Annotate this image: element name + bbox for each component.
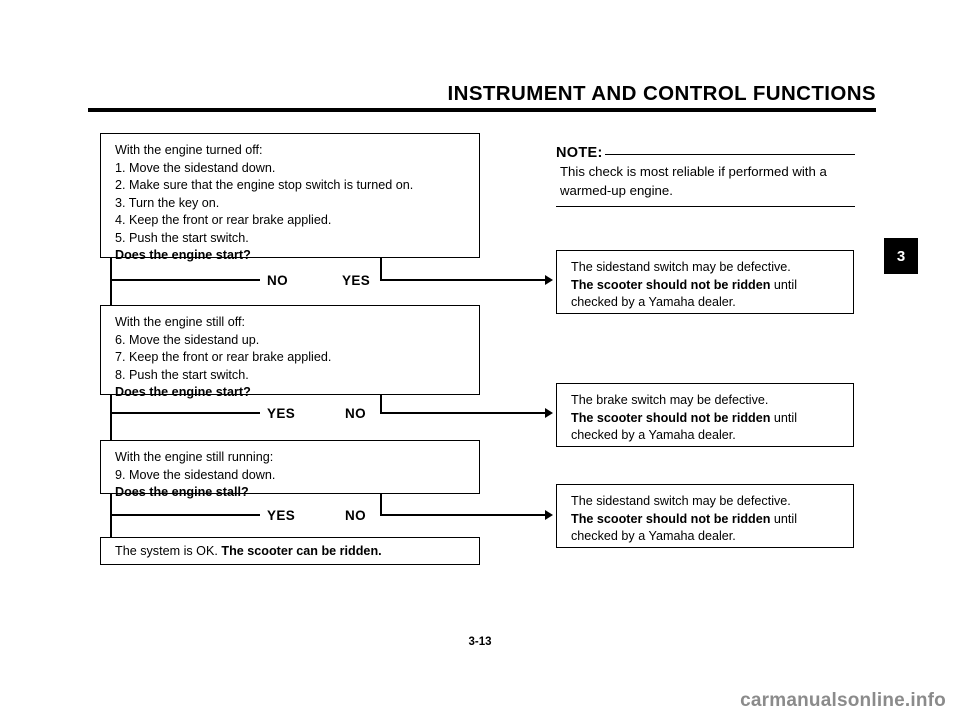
connector-step2-no-horizontal <box>380 412 545 414</box>
step2-line-4: 8. Push the start switch. <box>115 367 249 382</box>
decision1-right-label: YES <box>342 273 371 288</box>
fault3-after-bold: until <box>770 511 798 526</box>
decision1-left-label: NO <box>267 273 289 288</box>
step1-line-6: 5. Push the start switch. <box>115 230 249 245</box>
page-title: INSTRUMENT AND CONTROL FUNCTIONS <box>447 82 876 105</box>
fault3-line-1: The sidestand switch may be defective. <box>571 494 791 508</box>
step2-line-3: 7. Keep the front or rear brake applied. <box>115 350 332 364</box>
step3-line-2: 9. Move the sidestand down. <box>115 467 276 482</box>
step1-question: Does the engine start? <box>115 248 251 262</box>
note-rule-bottom <box>556 206 855 208</box>
arrow-to-fault3 <box>545 510 553 520</box>
connector-step3-no-vertical <box>380 494 382 515</box>
connector-step1-yes-horizontal <box>380 279 545 281</box>
flowchart-step3-box: With the engine still running: 9. Move t… <box>100 440 480 499</box>
step1-line-3: 2. Make sure that the engine stop switch… <box>115 178 414 192</box>
watermark: carmanualsonline.info <box>740 690 946 711</box>
page-number: 3-13 <box>468 636 492 648</box>
flowchart-fault2-box: The brake switch may be defective. The s… <box>556 383 854 447</box>
decision3-right-label: NO <box>345 508 367 523</box>
connector-step1-to-step2-vertical <box>110 258 112 305</box>
fault2-line-1: The brake switch may be defective. <box>571 393 769 407</box>
arrow-to-fault1 <box>545 275 553 285</box>
step1-line-2: 1. Move the sidestand down. <box>115 160 276 175</box>
fault3-bold: The scooter should not be ridden <box>571 511 771 526</box>
connector-step2-no-vertical <box>380 395 382 413</box>
step1-line-1: With the engine turned off: <box>115 143 263 157</box>
decision2-left-label: YES <box>267 406 296 421</box>
flowchart-fault3-box: The sidestand switch may be defective. T… <box>556 484 854 548</box>
step2-line-1: With the engine still off: <box>115 315 245 329</box>
step1-line-4: 3. Turn the key on. <box>115 195 220 210</box>
fault3-line-3: checked by a Yamaha dealer. <box>571 529 736 543</box>
fault1-bold: The scooter should not be ridden <box>571 277 771 292</box>
note-text: This check is most reliable if performed… <box>560 164 827 198</box>
result-ok-prefix: The system is OK. <box>115 544 222 558</box>
fault2-line-3: checked by a Yamaha dealer. <box>571 428 736 442</box>
decision3-left-label: YES <box>267 508 296 523</box>
result-ok-bold: The scooter can be ridden. <box>221 544 382 558</box>
connector-step1-no-stub <box>110 279 260 281</box>
step1-line-5: 4. Keep the front or rear brake applied. <box>115 213 332 227</box>
fault2-after-bold: until <box>770 410 798 425</box>
note-label: NOTE: <box>556 145 603 161</box>
flowchart-step1-box: With the engine turned off: 1. Move the … <box>100 133 480 262</box>
flowchart-step2-box: With the engine still off: 6. Move the s… <box>100 305 480 399</box>
connector-step3-yes-stub <box>110 514 260 516</box>
fault2-bold: The scooter should not be ridden <box>571 410 771 425</box>
connector-step1-yes-vertical <box>380 258 382 280</box>
arrow-to-fault2 <box>545 408 553 418</box>
title-underline <box>88 108 876 112</box>
flowchart-fault1-box: The sidestand switch may be defective. T… <box>556 250 854 314</box>
chapter-tab: 3 <box>884 238 918 274</box>
decision2-right-label: NO <box>345 406 367 421</box>
step3-question: Does the engine stall? <box>115 485 249 499</box>
step3-line-1: With the engine still running: <box>115 450 274 464</box>
fault1-line-1: The sidestand switch may be defective. <box>571 260 791 274</box>
fault1-line-3: checked by a Yamaha dealer. <box>571 295 736 309</box>
step2-question: Does the engine start? <box>115 385 251 399</box>
connector-step2-yes-stub <box>110 412 260 414</box>
note-rule-top <box>605 154 855 156</box>
flowchart-result-ok-box: The system is OK. The scooter can be rid… <box>100 537 480 565</box>
connector-step2-to-step3-vertical <box>110 395 112 440</box>
connector-step3-no-horizontal <box>380 514 545 516</box>
fault1-after-bold: until <box>770 277 798 292</box>
step2-line-2: 6. Move the sidestand up. <box>115 332 260 347</box>
connector-step3-to-ok-vertical <box>110 494 112 537</box>
